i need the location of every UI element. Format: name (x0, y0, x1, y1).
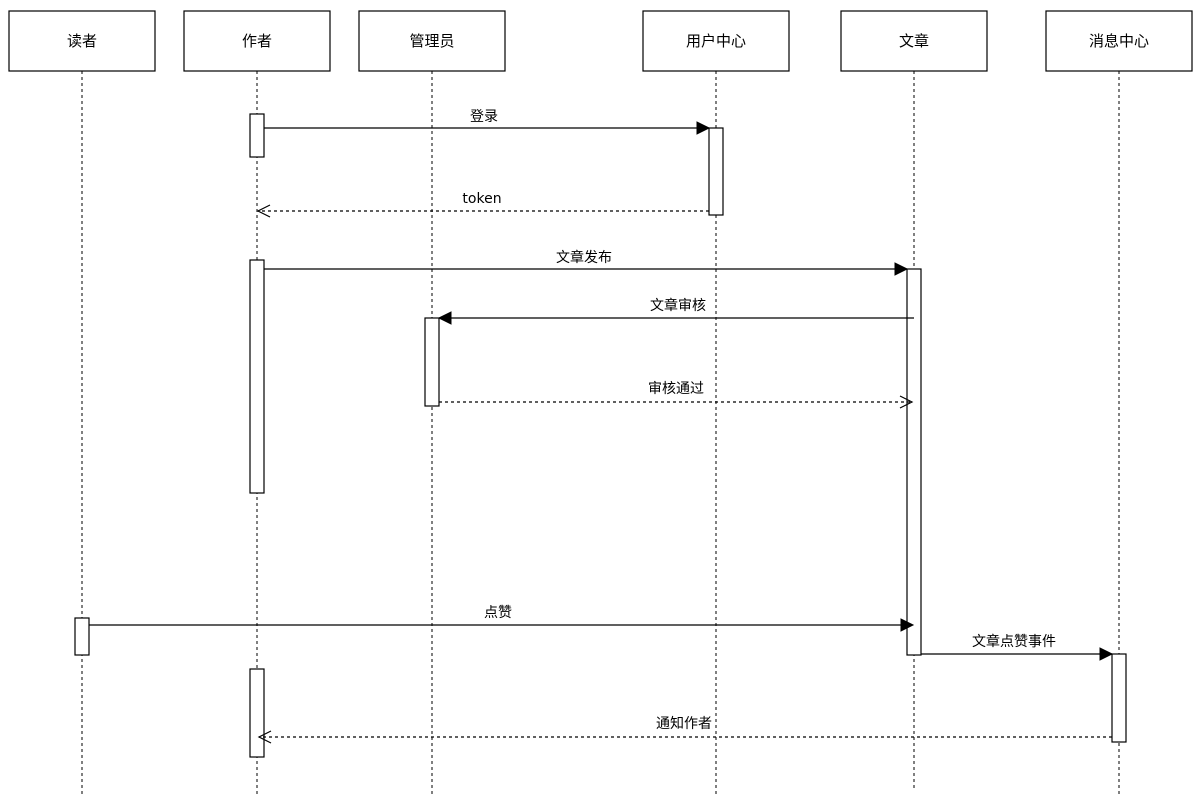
message-notify: 通知作者 (257, 715, 1112, 744)
message-review: 文章审核 (437, 297, 914, 325)
message-token: token (256, 191, 709, 218)
arrow-head-icon (900, 618, 915, 632)
participant-usercenter[interactable]: 用户中心 (642, 10, 790, 72)
message-label: 文章审核 (650, 297, 706, 314)
message-label: token (462, 191, 501, 207)
message-login: 登录 (264, 109, 711, 135)
message-label: 登录 (470, 109, 498, 125)
message-label: 文章发布 (556, 249, 612, 266)
activation-author-login (249, 113, 265, 158)
arrow-open-icon (899, 395, 914, 409)
arrow-head-icon (696, 121, 711, 135)
participant-label: 文章 (899, 32, 929, 50)
arrow-head-icon (1099, 647, 1114, 661)
participant-article[interactable]: 文章 (840, 10, 988, 72)
participant-label: 消息中心 (1089, 32, 1149, 50)
arrow-open-icon (257, 730, 272, 744)
participant-admin[interactable]: 管理员 (358, 10, 506, 72)
message-approved: 审核通过 (439, 381, 914, 409)
participant-reader[interactable]: 读者 (8, 10, 156, 72)
message-label: 点赞 (484, 605, 512, 621)
participant-msgcenter[interactable]: 消息中心 (1045, 10, 1193, 72)
activation-usercenter (708, 127, 724, 216)
activation-admin (424, 317, 440, 407)
participant-label: 作者 (242, 32, 272, 50)
activation-msgcenter (1111, 653, 1127, 743)
activation-author-notify (249, 668, 265, 758)
message-like-event: 文章点赞事件 (921, 633, 1114, 661)
arrow-head-icon (894, 262, 909, 276)
message-like: 点赞 (89, 605, 915, 632)
participant-label: 管理员 (409, 32, 454, 50)
participant-author[interactable]: 作者 (183, 10, 331, 72)
arrow-open-icon (256, 204, 271, 218)
message-label: 审核通过 (648, 381, 704, 397)
message-label: 通知作者 (656, 715, 712, 732)
activation-article (906, 268, 922, 656)
message-publish: 文章发布 (264, 249, 909, 276)
participant-label: 读者 (67, 32, 97, 50)
activation-author-publish (249, 259, 265, 494)
arrow-head-icon (437, 311, 452, 325)
activation-reader (74, 617, 90, 656)
message-label: 文章点赞事件 (972, 633, 1056, 650)
participant-label: 用户中心 (686, 32, 746, 50)
